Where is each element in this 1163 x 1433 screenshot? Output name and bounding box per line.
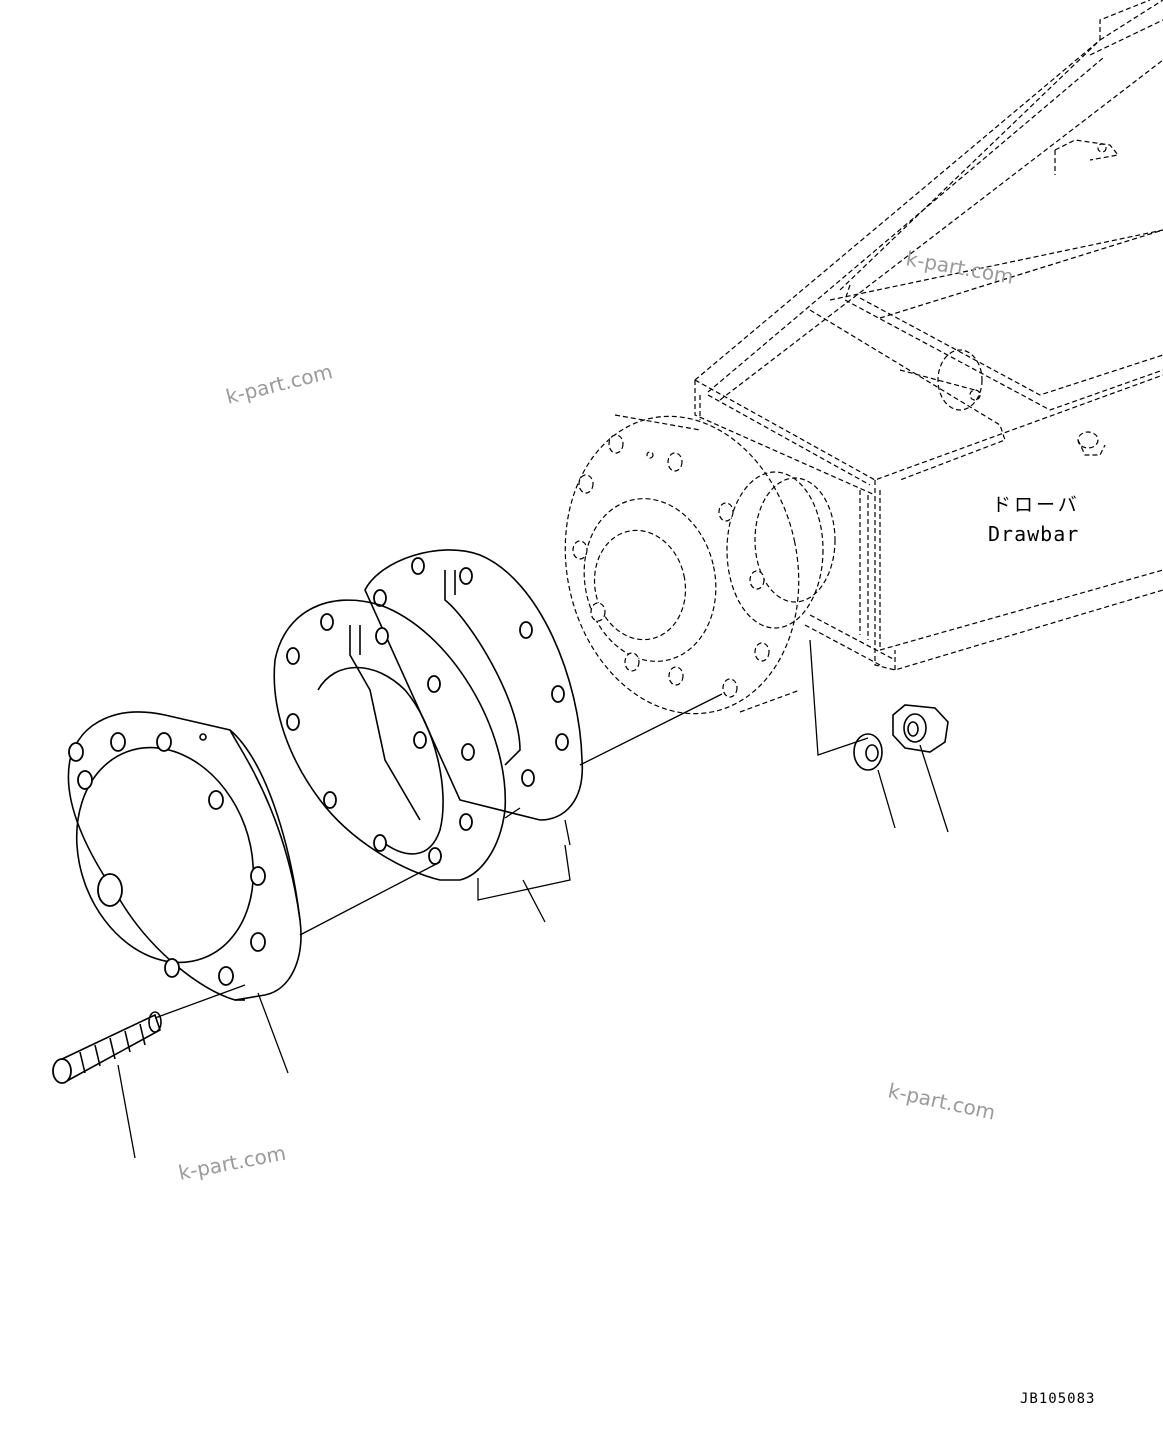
part-name-en-label: Drawbar bbox=[988, 522, 1079, 546]
stud-bolt bbox=[52, 1011, 162, 1084]
cover-flange bbox=[67, 711, 302, 1001]
washer bbox=[853, 733, 883, 771]
shim-plate-rear bbox=[364, 549, 584, 821]
drawbar-frame bbox=[694, 0, 1163, 671]
watermark: k-part.com bbox=[223, 359, 334, 409]
watermark: k-part.com bbox=[176, 1141, 287, 1185]
part-name-jp-label: ドローバ bbox=[992, 494, 1080, 516]
drawing-code: JB105083 bbox=[1020, 1391, 1095, 1407]
assembly-axis-lines bbox=[154, 693, 723, 1019]
watermark: k-part.com bbox=[886, 1078, 998, 1124]
hub-flange bbox=[564, 414, 836, 715]
shim-plate-front bbox=[273, 599, 507, 881]
leader-lines bbox=[117, 639, 949, 1159]
watermark: k-part.com bbox=[904, 246, 1015, 289]
nut bbox=[892, 704, 949, 753]
